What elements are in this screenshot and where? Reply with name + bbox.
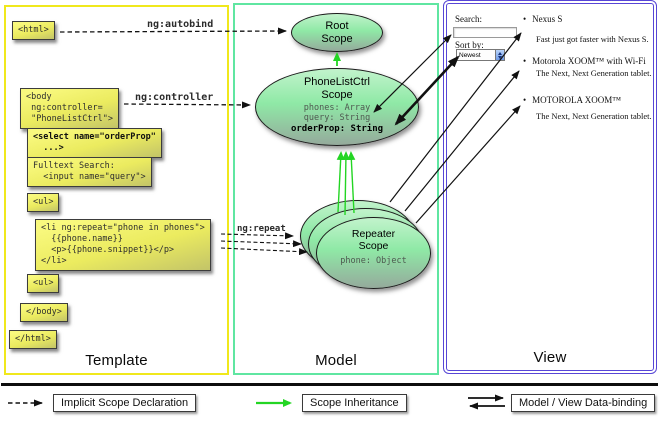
repeater-scope-ellipse-front: Repeater Scope phone: Object: [316, 217, 431, 289]
html-open-tag-box: <html>: [12, 21, 55, 41]
bullet-icon: •: [523, 95, 527, 105]
repeater-scope-title: Repeater Scope: [351, 228, 396, 253]
query-prop: query: String: [303, 113, 371, 124]
phone-item-2-desc: The Next, Next Generation tablet.: [536, 68, 652, 78]
phone-item-3-desc: The Next, Next Generation tablet.: [536, 111, 652, 121]
bullet-icon: •: [523, 14, 527, 24]
phone-item-2-name: •Motorola XOOM™ with Wi-Fi: [523, 56, 646, 66]
search-label: Search:: [455, 14, 482, 24]
ul-close-tag-box: <ul>: [27, 274, 60, 294]
bullet-icon: •: [523, 56, 527, 66]
stepper-down-icon: [498, 55, 502, 59]
stepper-up-icon: [498, 51, 502, 55]
fulltext-search-box: Fulltext Search: <input name="query">: [27, 157, 152, 188]
ng-controller-label: ng:controller: [135, 92, 214, 103]
ng-autobind-label: ng:autobind: [147, 19, 214, 30]
ul-open-tag-box: <ul>: [27, 193, 60, 213]
dropdown-stepper-icon: [495, 50, 504, 60]
search-input[interactable]: [453, 27, 517, 38]
view-column-label: View: [533, 349, 567, 366]
model-column: Model: [233, 3, 439, 375]
legend-divider-line: [1, 383, 658, 386]
body-close-tag-box: </body>: [20, 303, 68, 323]
template-column-label: Template: [85, 352, 148, 369]
select-tag-box: <select name="orderProp" ...>: [27, 128, 162, 159]
orderprop-prop: orderProp: String: [290, 123, 384, 134]
sort-dropdown[interactable]: Newest: [456, 49, 505, 61]
legend-data-binding: Model / View Data-binding: [511, 394, 656, 412]
model-column-label: Model: [315, 352, 357, 369]
phone-item-1-desc: Fast just got faster with Nexus S.: [536, 34, 649, 44]
phonelistctrl-scope-ellipse: PhoneListCtrl Scope phones: Array query:…: [255, 68, 419, 146]
li-repeat-tag-box: <li ng:repeat="phone in phones"> {{phone…: [35, 219, 211, 272]
root-scope-ellipse: Root Scope: [291, 13, 383, 52]
root-scope-title: Root Scope: [321, 19, 353, 45]
phone-item-1-name: •Nexus S: [523, 14, 563, 24]
ng-repeat-label: ng:repeat: [237, 224, 286, 234]
phones-prop: phones: Array: [303, 103, 371, 114]
phonelistctrl-scope-title: PhoneListCtrl Scope: [303, 76, 371, 101]
html-close-tag-box: </html>: [9, 330, 57, 350]
phone-prop: phone: Object: [340, 256, 407, 267]
body-open-tag-box: <body ng:controller= "PhoneListCtrl">: [20, 88, 119, 130]
sort-dropdown-value: Newest: [459, 51, 481, 59]
phone-item-3-name: •MOTOROLA XOOM™: [523, 95, 622, 105]
legend-scope-inheritance: Scope Inheritance: [302, 394, 407, 412]
legend-implicit-scope: Implicit Scope Declaration: [53, 394, 197, 412]
